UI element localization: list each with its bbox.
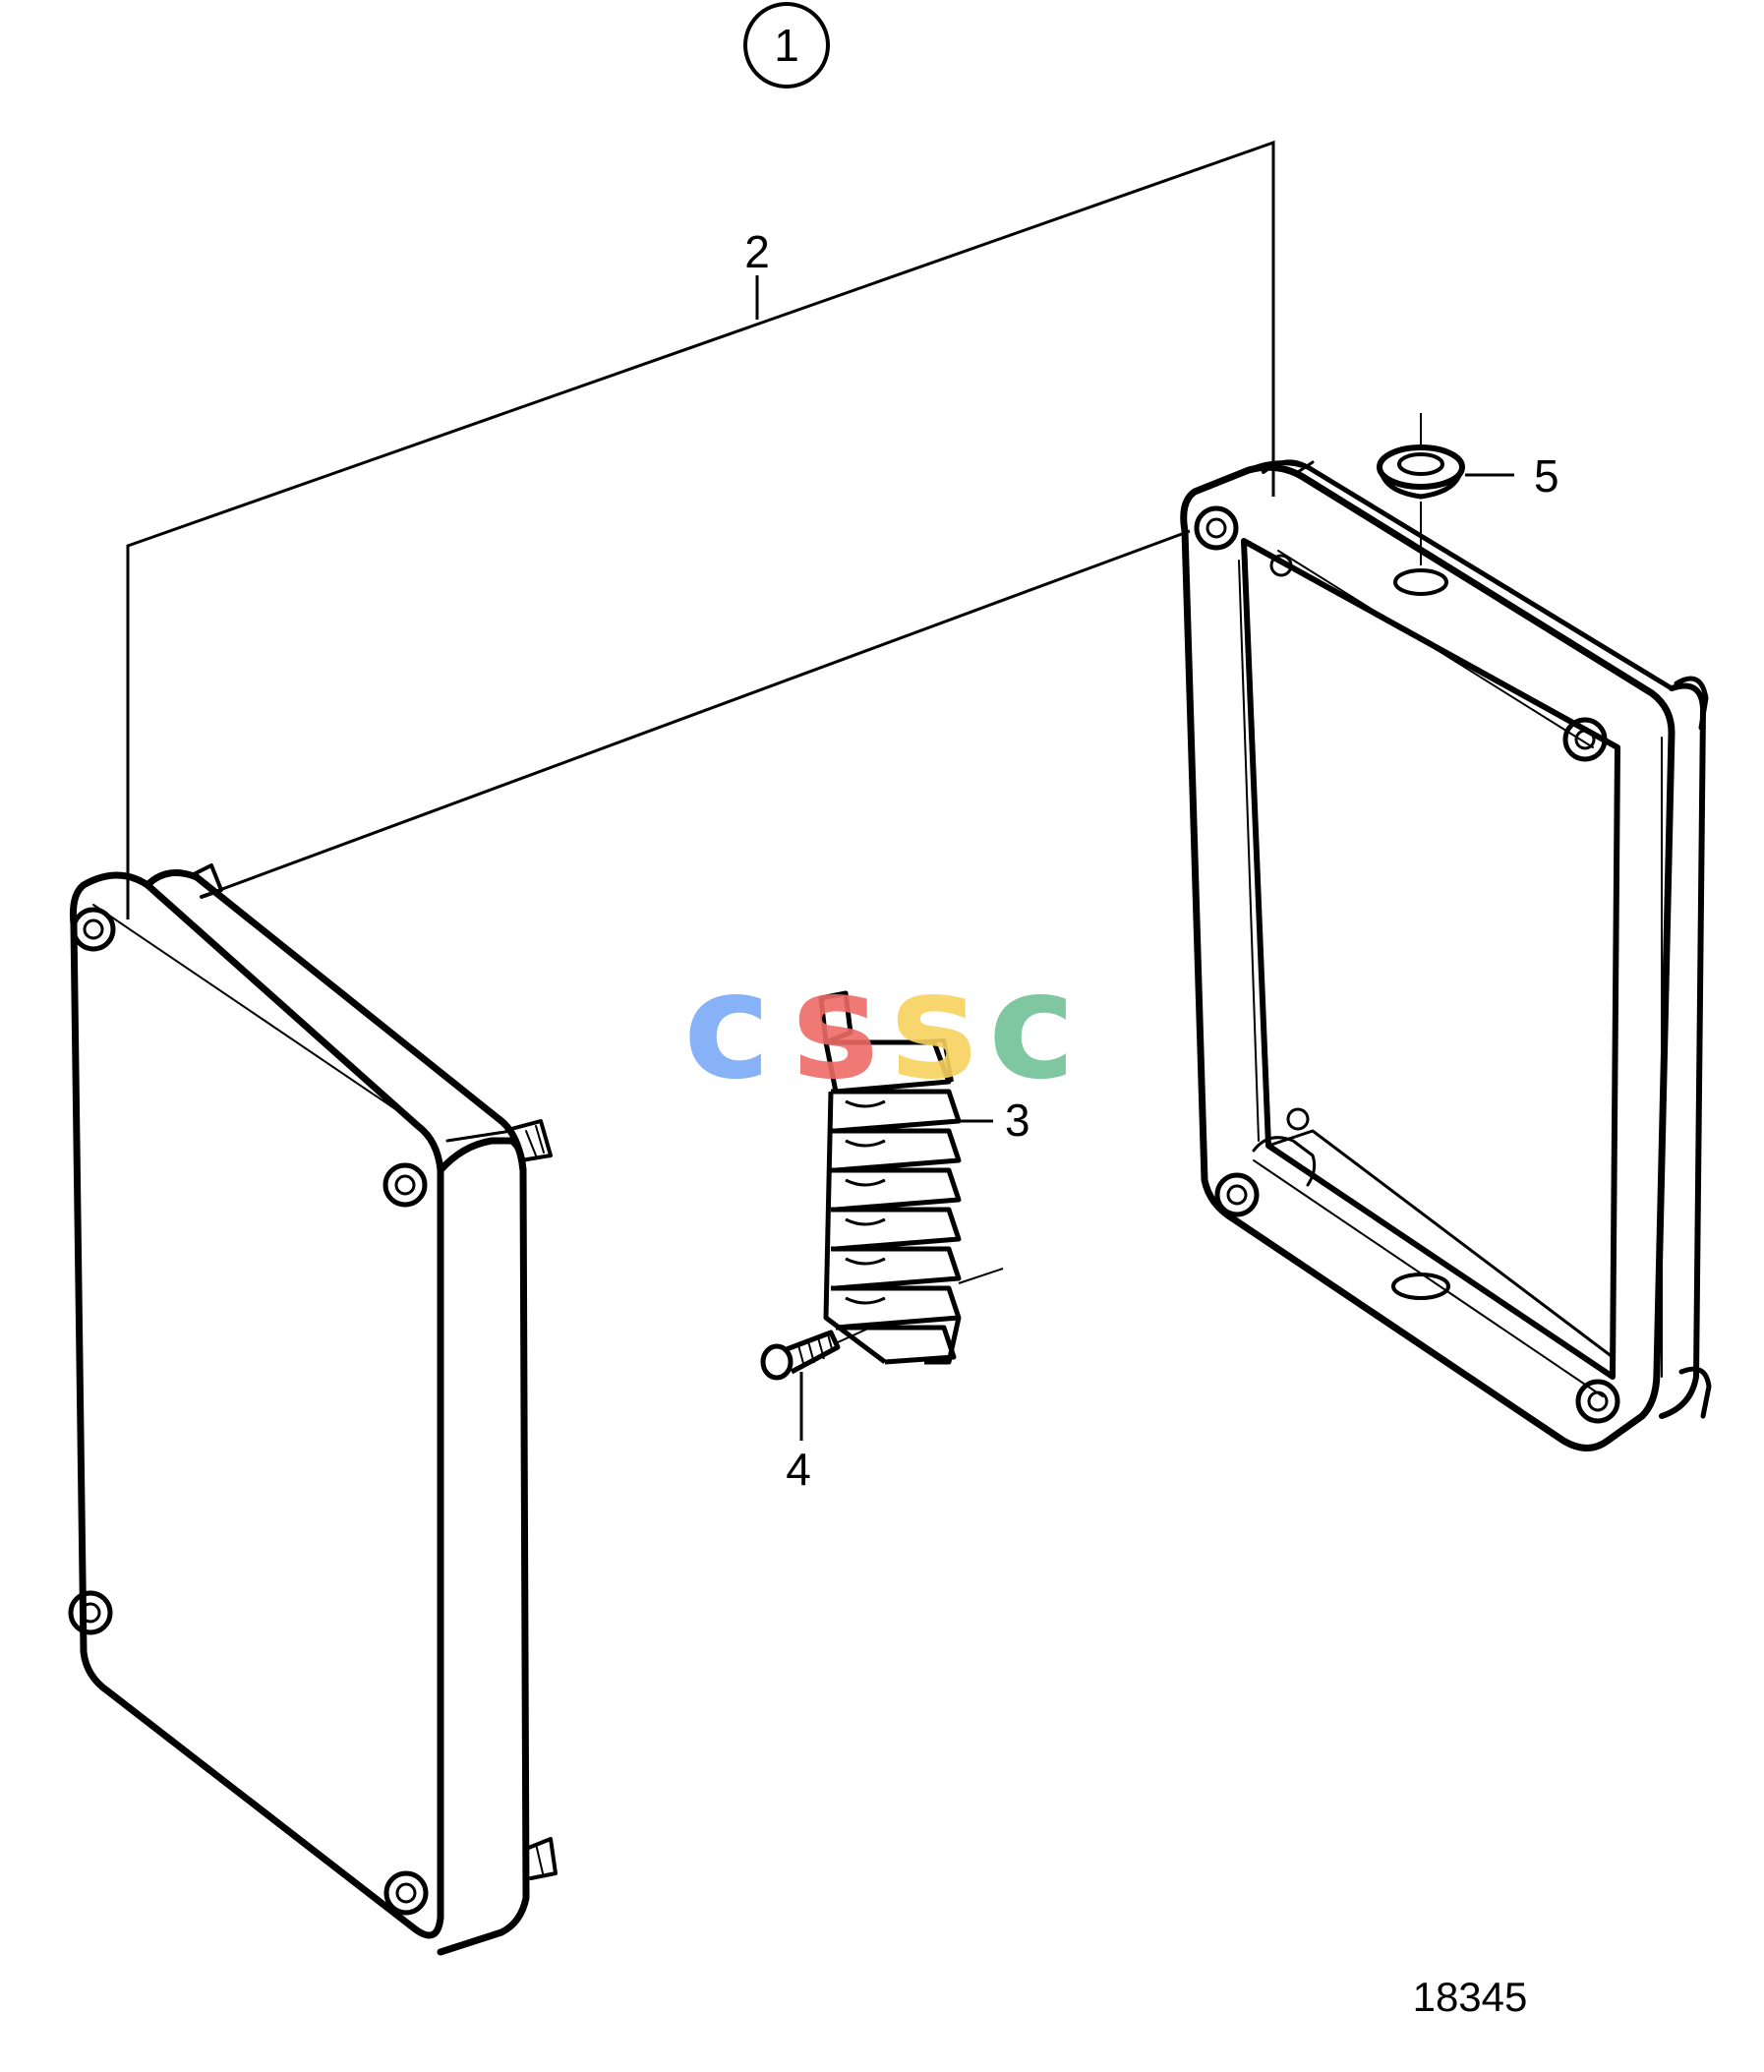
housing-frame	[1180, 459, 1712, 1451]
grommet	[1377, 413, 1514, 565]
watermark-letter: c	[988, 941, 1076, 1112]
callout-2-label: 2	[744, 226, 770, 277]
callout-4-label: 4	[786, 1444, 811, 1495]
watermark-letter: c	[683, 941, 771, 1112]
watermark: c s s c	[683, 941, 1076, 1112]
watermark-letter: s	[792, 941, 879, 1112]
group-callout-1: 1	[743, 2, 830, 89]
callout-3-label: 3	[1005, 1095, 1030, 1146]
callout-2-leader	[126, 140, 1275, 919]
terminal-block	[818, 990, 1004, 1365]
cover-lid	[68, 863, 558, 1956]
screw	[760, 1327, 871, 1441]
group-callout-label: 1	[774, 20, 799, 71]
watermark-letter: s	[890, 941, 977, 1112]
figure-number: 18345	[1413, 1974, 1528, 2020]
callout-5-label: 5	[1534, 450, 1559, 502]
